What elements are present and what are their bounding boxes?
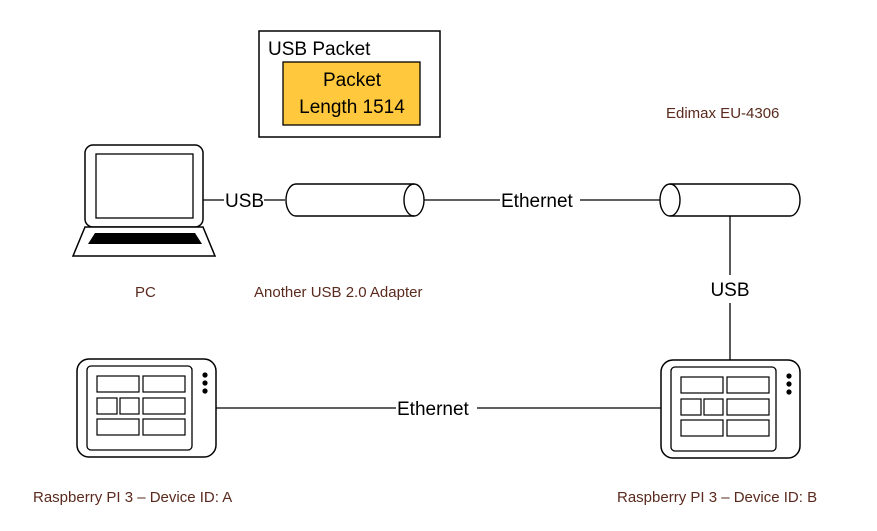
raspberry-pi-b-icon <box>660 359 801 459</box>
usb-vertical-label: USB <box>710 280 749 301</box>
pi-b-label: Raspberry PI 3 – Device ID: B <box>617 489 817 506</box>
pc-label: PC <box>135 284 156 301</box>
edimax-label: Edimax EU-4306 <box>666 105 779 122</box>
laptop-icon <box>71 144 217 257</box>
raspberry-pi-a-icon <box>76 358 217 458</box>
usb-adapter-edimax-icon <box>659 183 801 217</box>
usb-packet-box: USB Packet Packet Length 1514 <box>258 30 441 138</box>
packet-length-label: Length 1514 <box>299 97 405 118</box>
pi-a-label: Raspberry PI 3 – Device ID: A <box>33 489 232 506</box>
packet-length-box <box>282 61 421 126</box>
another-adapter-label: Another USB 2.0 Adapter <box>254 284 422 301</box>
ethernet-bottom-label: Ethernet <box>397 399 470 420</box>
usb-link-pc-label: USB <box>225 191 264 212</box>
usb-adapter-another-icon <box>285 183 425 217</box>
packet-label: Packet <box>323 70 382 91</box>
usb-packet-title: USB Packet <box>268 39 371 60</box>
ethernet-top-label: Ethernet <box>501 191 574 212</box>
